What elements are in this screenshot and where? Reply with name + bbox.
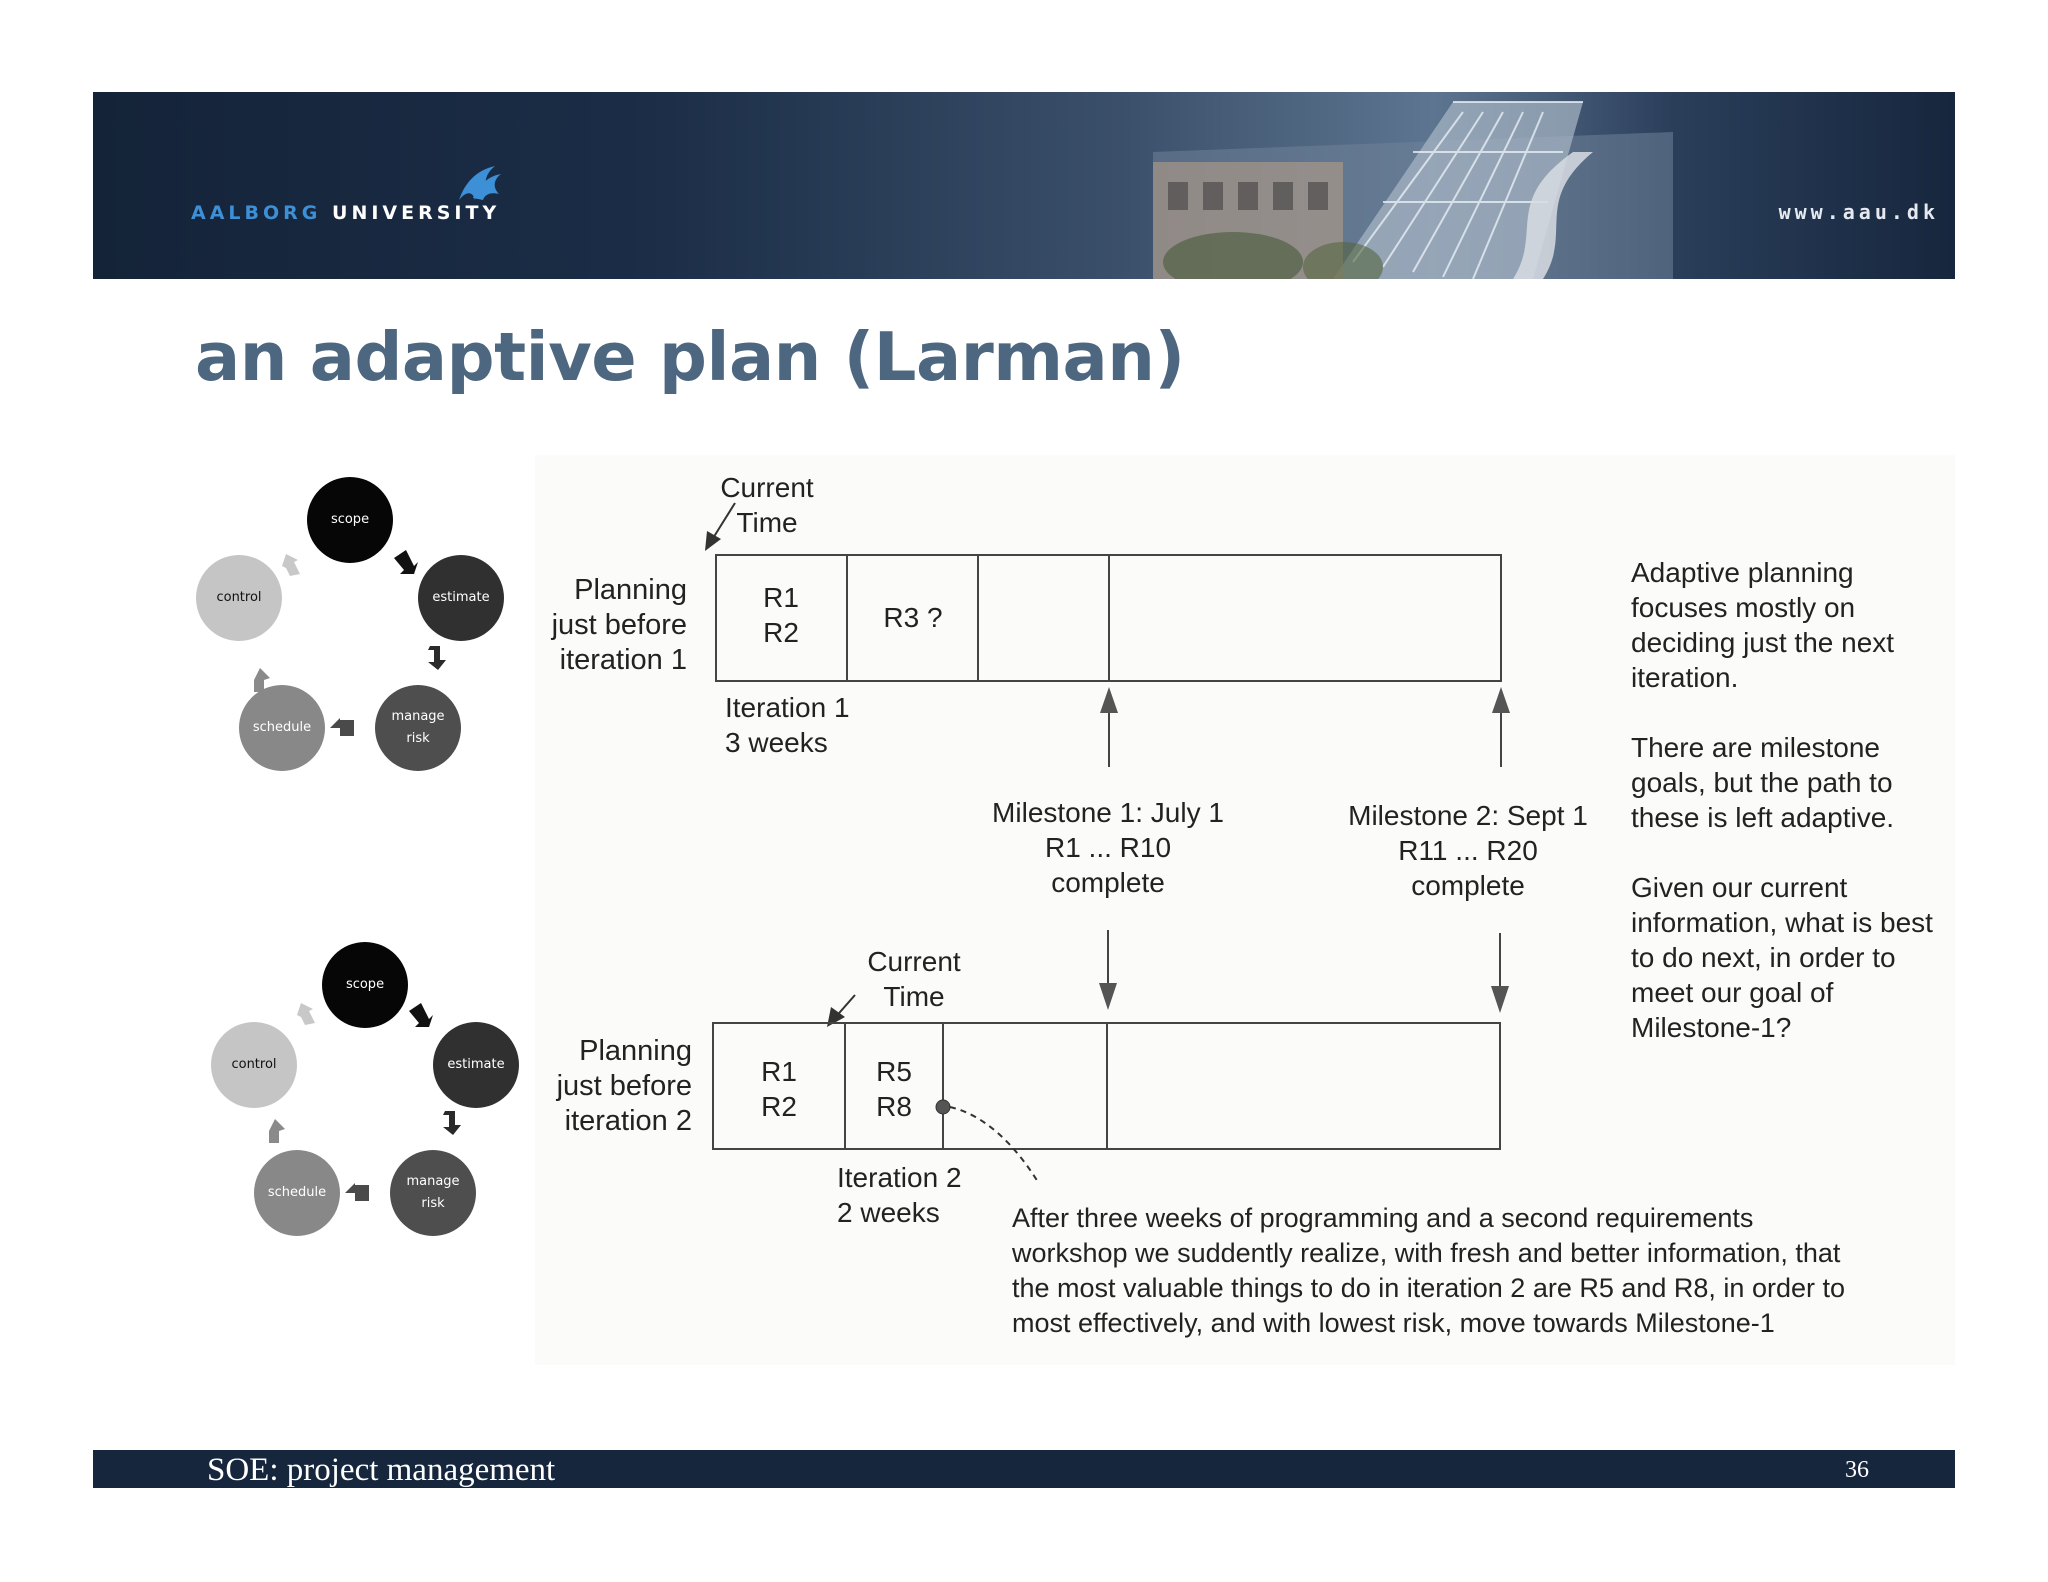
university-logo-text: AALBORG UNIVERSITY — [191, 202, 501, 224]
arrow-control-scope-icon — [297, 1003, 315, 1025]
svg-text:After three weeks of programmi: After three weeks of programming and a s… — [1012, 1203, 1753, 1233]
arrow-estimate-manage-icon — [428, 646, 446, 670]
milestone-2-range: R11 ... R20 — [1398, 835, 1538, 866]
bottom-note: After three weeks of programming and a s… — [1011, 1203, 1845, 1338]
svg-text:There are milestone: There are milestone — [1631, 732, 1880, 763]
planning-label-1b: just before — [551, 609, 687, 641]
arrow-scope-estimate-icon — [409, 1003, 433, 1027]
arrow-estimate-manage-icon — [443, 1111, 461, 1135]
planning-label-2a: Planning — [579, 1035, 692, 1067]
note-connector — [949, 1106, 1039, 1183]
cell-r1-2: R1 — [761, 1056, 797, 1087]
svg-text:Given our current: Given our current — [1631, 872, 1848, 903]
svg-text:most effectively, and with low: most effectively, and with lowest risk, … — [1012, 1308, 1775, 1338]
current-time-label-1: Current — [720, 472, 814, 503]
current-time-label-2b: Time — [883, 981, 944, 1012]
current-time-pointer-icon — [705, 531, 721, 551]
cell-r3-1: R3 ? — [883, 602, 942, 633]
cycle-node-control: control — [211, 1022, 297, 1108]
milestone-2: Milestone 2: Sept 1 R11 ... R20 complete — [1348, 800, 1588, 901]
current-time-label-2: Current — [867, 946, 961, 977]
arrow-schedule-control-icon — [269, 1119, 285, 1143]
cycle-node-scope: scope — [322, 942, 408, 1028]
planning-label-1a: Planning — [574, 574, 687, 606]
arrow-schedule-control-icon — [254, 668, 270, 692]
planning-label-1c: iteration 1 — [560, 644, 687, 676]
milestone-1-range: R1 ... R10 — [1045, 832, 1171, 863]
cycle-arrows — [269, 1003, 461, 1203]
cell-r2-2: R2 — [761, 1091, 797, 1122]
svg-text:goals, but the path to: goals, but the path to — [1631, 767, 1893, 798]
milestone-1-up-arrow-icon — [1100, 687, 1118, 713]
milestone-2-title: Milestone 2: Sept 1 — [1348, 800, 1588, 831]
cycle-node-schedule: schedule — [239, 685, 325, 771]
arrow-manage-schedule-icon — [355, 1185, 369, 1201]
header-banner: AALBORG UNIVERSITY www.aau.dk — [93, 92, 1955, 279]
svg-text:workshop we suddently realize,: workshop we suddently realize, with fres… — [1011, 1238, 1841, 1268]
iteration-2-duration: 2 weeks — [837, 1197, 940, 1228]
arrow-control-scope-icon — [282, 554, 300, 576]
svg-text:the most valuable things to do: the most valuable things to do in iterat… — [1012, 1273, 1845, 1303]
svg-text:meet our goal of: meet our goal of — [1631, 977, 1834, 1008]
cycle-node-estimate: estimate — [433, 1022, 519, 1108]
cell-r8-2: R8 — [876, 1091, 912, 1122]
planning-label-2c: iteration 2 — [565, 1105, 692, 1137]
svg-text:to do next, in order to: to do next, in order to — [1631, 942, 1896, 973]
svg-text:iteration.: iteration. — [1631, 662, 1738, 693]
milestone-1: Milestone 1: July 1 R1 ... R10 complete — [992, 797, 1224, 898]
campus-building-photo — [1153, 101, 1673, 279]
slide-title: an adaptive plan (Larman) — [195, 318, 1185, 396]
svg-text:information, what is best: information, what is best — [1631, 907, 1933, 938]
cycle-node-schedule: schedule — [254, 1150, 340, 1236]
svg-text:Adaptive planning: Adaptive planning — [1631, 557, 1854, 588]
cell-r2-1: R2 — [763, 617, 799, 648]
cycle-node-scope: scope — [307, 477, 393, 563]
iteration-2-label: Iteration 2 — [837, 1162, 962, 1193]
cell-r1-1: R1 — [763, 582, 799, 613]
cycle-node-control: control — [196, 555, 282, 641]
planning-label-2b: just before — [556, 1070, 692, 1102]
plan-iteration-1: Current Time Planning just before iterat… — [551, 472, 1510, 767]
milestone-2-up-arrow-icon — [1492, 687, 1510, 713]
milestone-2-down-arrow-icon — [1491, 986, 1509, 1013]
milestone-1-status: complete — [1051, 867, 1165, 898]
arrow-scope-estimate-icon — [394, 550, 418, 574]
university-logo-icon — [459, 166, 501, 200]
footer-bar: SOE: project management 36 — [93, 1450, 1955, 1488]
cell-r5-2: R5 — [876, 1056, 912, 1087]
svg-text:focuses mostly on: focuses mostly on — [1631, 592, 1855, 623]
larman-adaptive-plan-figure: Current Time Planning just before iterat… — [535, 455, 1955, 1365]
cycle-arrows — [254, 550, 446, 738]
plan-iteration-2: Current Time Planning just before iterat… — [556, 930, 1509, 1228]
svg-text:Milestone-1?: Milestone-1? — [1631, 1012, 1791, 1043]
iteration-1-label: Iteration 1 — [725, 692, 850, 723]
svg-text:deciding just the next: deciding just the next — [1631, 627, 1894, 658]
website-url: www.aau.dk — [1778, 200, 1939, 224]
side-explanation: Adaptive planning focuses mostly on deci… — [1631, 557, 1933, 1043]
arrow-manage-schedule-icon — [338, 720, 354, 736]
milestone-1-title: Milestone 1: July 1 — [992, 797, 1224, 828]
cycle-node-estimate: estimate — [418, 555, 504, 641]
svg-text:these is left adaptive.: these is left adaptive. — [1631, 802, 1894, 833]
current-time-label-1b: Time — [736, 507, 797, 538]
page-number: 36 — [1845, 1457, 1869, 1483]
milestone-1-down-arrow-icon — [1099, 983, 1117, 1010]
course-label: SOE: project management — [207, 1452, 556, 1488]
milestone-2-status: complete — [1411, 870, 1525, 901]
iteration-1-duration: 3 weeks — [725, 727, 828, 758]
